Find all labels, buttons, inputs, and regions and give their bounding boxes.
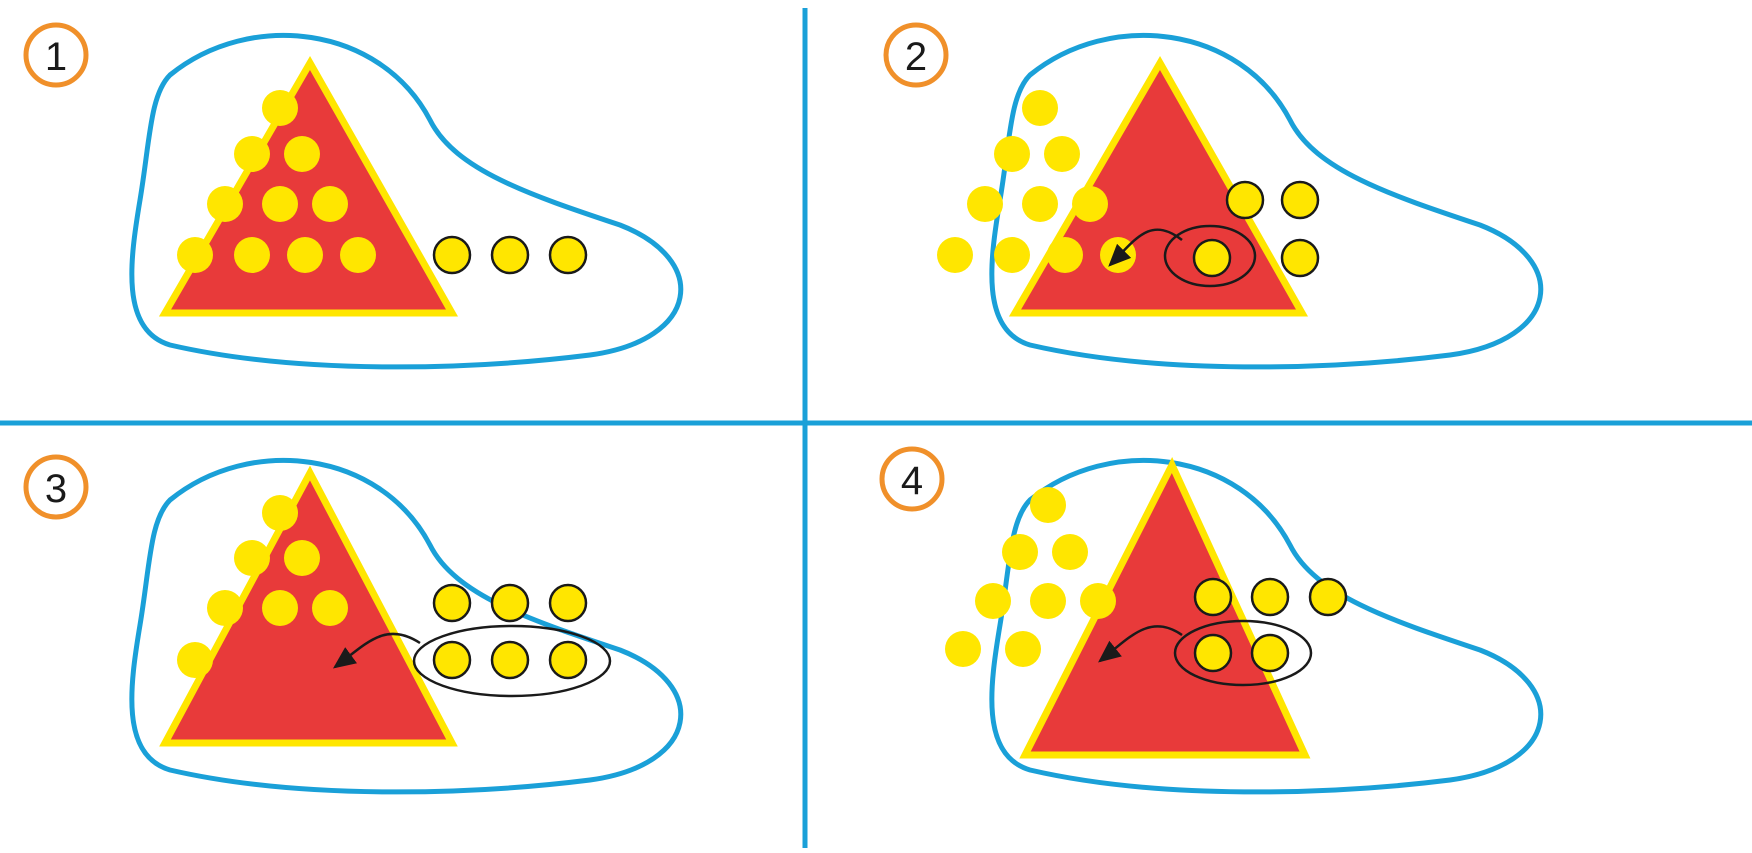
outline-blob: [129, 457, 684, 795]
triangle-counter: [207, 186, 243, 222]
outside-counter: [1192, 238, 1232, 278]
outside-counter: [490, 640, 530, 680]
triangle: [158, 55, 459, 317]
triangle-group: [945, 456, 1311, 759]
triangle-counter: [262, 495, 298, 531]
number-badge: 3: [23, 454, 89, 520]
outside-counter: [1193, 577, 1233, 617]
circled-group: [1173, 619, 1313, 687]
panel-4: 4: [879, 446, 1544, 795]
outside-counter: [490, 235, 530, 275]
outside-counter: [432, 640, 472, 680]
triangle-counter: [1052, 534, 1088, 570]
group-ring: [1173, 619, 1313, 687]
outside-counters: [1192, 180, 1320, 278]
outside-counter: [1280, 180, 1320, 220]
triangle-counter: [994, 136, 1030, 172]
outline-blob: [989, 457, 1544, 795]
outline-blob: [129, 32, 684, 370]
outside-counter: [1225, 180, 1265, 220]
outside-counters: [432, 583, 588, 680]
triangle-counter: [1044, 136, 1080, 172]
triangle-counter: [177, 642, 213, 678]
triangle-counter: [262, 590, 298, 626]
circled-group: [412, 624, 612, 698]
arrow: [1108, 228, 1183, 267]
arrow: [332, 632, 421, 669]
outline-blob: [989, 32, 1544, 370]
panel-1: 1: [23, 22, 684, 370]
move-arrow: [1108, 228, 1183, 267]
panel-3: 3: [23, 454, 684, 795]
badge-label: 3: [45, 467, 67, 511]
badge-label: 4: [901, 459, 923, 503]
triangle-counter: [1022, 90, 1058, 126]
arrow: [1098, 625, 1183, 663]
triangle-counter: [234, 237, 270, 273]
triangle-group: [158, 55, 459, 317]
triangle-counter: [1072, 186, 1108, 222]
badge-label: 1: [45, 35, 67, 79]
outside-counter: [1250, 633, 1290, 673]
outside-counter: [548, 640, 588, 680]
triangle-counter: [1030, 583, 1066, 619]
triangle-counter: [340, 237, 376, 273]
outside-counters: [1193, 577, 1348, 673]
outside-counter: [1308, 577, 1348, 617]
outside-counters: [432, 235, 588, 275]
triangle-group: [159, 465, 458, 747]
triangle-counter: [284, 540, 320, 576]
triangle-counter: [994, 237, 1030, 273]
outside-counter: [432, 583, 472, 623]
group-ring: [1163, 224, 1257, 288]
number-badge: 1: [23, 22, 89, 88]
outside-counter: [432, 235, 472, 275]
triangle-counter: [1002, 534, 1038, 570]
triangle-counter: [312, 186, 348, 222]
triangle-counter: [262, 90, 298, 126]
triangle-counter: [1022, 186, 1058, 222]
number-badge: 4: [879, 446, 945, 512]
triangle-counter: [177, 237, 213, 273]
badge-label: 2: [905, 35, 927, 79]
triangle-counter: [234, 540, 270, 576]
outside-counter: [548, 583, 588, 623]
triangle-counter: [1005, 631, 1041, 667]
triangle-counter: [262, 186, 298, 222]
outside-counter: [1280, 238, 1320, 278]
triangle-counter: [967, 186, 1003, 222]
triangle-counter: [975, 583, 1011, 619]
outside-counter: [548, 235, 588, 275]
outside-counter: [490, 583, 530, 623]
triangle-counter: [1080, 583, 1116, 619]
number-badge: 2: [883, 22, 949, 88]
move-arrow: [332, 632, 421, 669]
triangle-counter: [312, 590, 348, 626]
triangle-counter: [1047, 237, 1083, 273]
outside-counter: [1193, 633, 1233, 673]
group-ring: [412, 624, 612, 698]
triangle-counter: [287, 237, 323, 273]
triangle-counter: [234, 136, 270, 172]
triangle-counter: [284, 136, 320, 172]
triangle-counter: [945, 631, 981, 667]
move-arrow: [1098, 625, 1183, 663]
circled-group: [1163, 224, 1257, 288]
triangle-counter: [207, 590, 243, 626]
triangle-counter: [937, 237, 973, 273]
triangle-counter: [1030, 487, 1066, 523]
panel-2: 2: [883, 22, 1544, 370]
outside-counter: [1250, 577, 1290, 617]
